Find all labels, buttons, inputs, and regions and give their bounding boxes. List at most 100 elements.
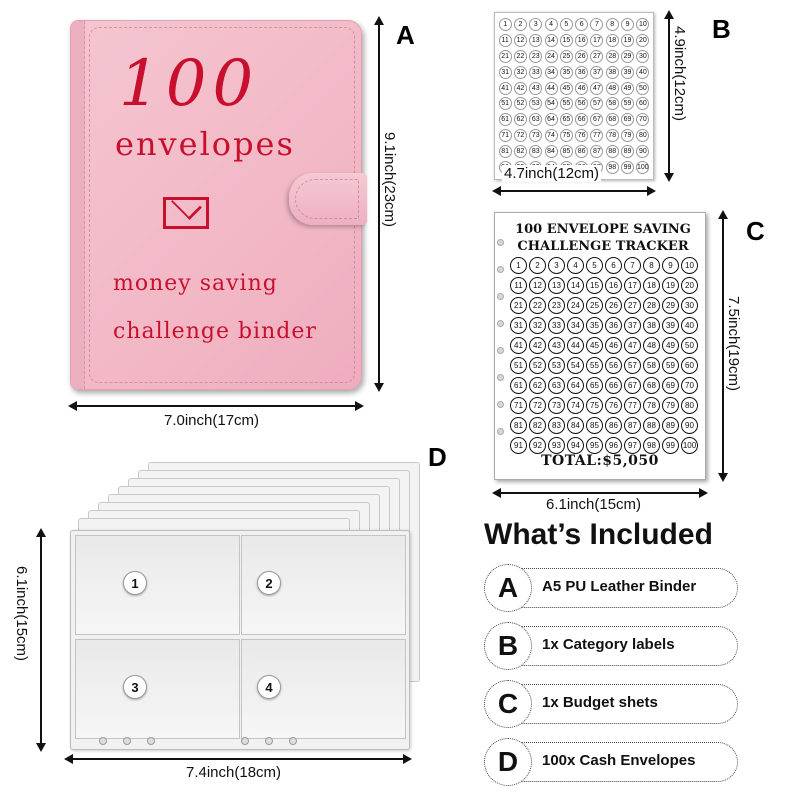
tracker-circle: 38 bbox=[643, 317, 660, 334]
tracker-circle: 69 bbox=[662, 377, 679, 394]
tracker-circle: 42 bbox=[529, 337, 546, 354]
number-sticker: 41 bbox=[498, 81, 512, 95]
number-sticker: 26 bbox=[575, 49, 589, 63]
tracker-circle: 34 bbox=[567, 317, 584, 334]
number-sticker: 9 bbox=[621, 17, 635, 31]
tracker-circle: 52 bbox=[529, 357, 546, 374]
number-sticker: 56 bbox=[575, 97, 589, 111]
tracker-circle: 89 bbox=[662, 417, 679, 434]
number-sticker: 29 bbox=[621, 49, 635, 63]
tracker-title: 100 ENVELOPE SAVING CHALLENGE TRACKER bbox=[505, 221, 701, 255]
tracker-circle: 58 bbox=[643, 357, 660, 374]
tracker-circle: 40 bbox=[681, 317, 698, 334]
tracker-circle: 96 bbox=[605, 437, 622, 454]
punch-hole bbox=[497, 293, 504, 300]
tracker-circle: 97 bbox=[624, 437, 641, 454]
binder-subtitle: envelopes bbox=[115, 125, 295, 163]
tracker-circle: 5 bbox=[586, 257, 603, 274]
number-sticker: 37 bbox=[590, 65, 604, 79]
tracker-total: TOTAL:$5,050 bbox=[541, 453, 659, 469]
number-sticker: 4 bbox=[544, 17, 558, 31]
tracker-circle: 2 bbox=[529, 257, 546, 274]
envelope-width-label: 7.4inch(18cm) bbox=[186, 764, 282, 781]
number-sticker: 50 bbox=[636, 81, 650, 95]
tracker-circle: 24 bbox=[567, 297, 584, 314]
number-sticker: 62 bbox=[513, 113, 527, 127]
envelope-icon bbox=[163, 197, 209, 229]
tracker-circle: 60 bbox=[681, 357, 698, 374]
tracker-circle: 28 bbox=[643, 297, 660, 314]
tracker-circle: 27 bbox=[624, 297, 641, 314]
punch-hole bbox=[497, 266, 504, 273]
number-sticker: 71 bbox=[498, 129, 512, 143]
number-sticker: 75 bbox=[559, 129, 573, 143]
number-sticker: 2 bbox=[513, 17, 527, 31]
binder-title: 100 bbox=[119, 47, 260, 121]
included-item-d: D 100x Cash Envelopes bbox=[484, 738, 739, 786]
number-sticker: 79 bbox=[621, 129, 635, 143]
tracker-height-label: 7.5inch(19cm) bbox=[725, 296, 742, 392]
number-sticker: 70 bbox=[636, 113, 650, 127]
number-sticker: 64 bbox=[544, 113, 558, 127]
number-sticker: 22 bbox=[513, 49, 527, 63]
number-sticker: 68 bbox=[605, 113, 619, 127]
tracker-circle: 64 bbox=[567, 377, 584, 394]
punch-hole bbox=[497, 401, 504, 408]
tracker-circle: 55 bbox=[586, 357, 603, 374]
number-sticker: 13 bbox=[529, 33, 543, 47]
punch-hole bbox=[241, 737, 249, 745]
tracker-circle: 8 bbox=[643, 257, 660, 274]
number-sticker: 61 bbox=[498, 113, 512, 127]
number-sticker: 15 bbox=[559, 33, 573, 47]
tracker-circle: 75 bbox=[586, 397, 603, 414]
tracker-circle: 20 bbox=[681, 277, 698, 294]
number-sticker: 12 bbox=[513, 33, 527, 47]
included-item-letter: D bbox=[484, 738, 532, 786]
tracker-circle: 1 bbox=[510, 257, 527, 274]
tracker-circle: 23 bbox=[548, 297, 565, 314]
number-sticker: 57 bbox=[590, 97, 604, 111]
section-letter-c: C bbox=[746, 216, 765, 246]
tracker-circle: 51 bbox=[510, 357, 527, 374]
tracker-circle: 87 bbox=[624, 417, 641, 434]
number-sticker: 84 bbox=[544, 145, 558, 159]
tracker-circle: 80 bbox=[681, 397, 698, 414]
tracker-circle: 9 bbox=[662, 257, 679, 274]
tracker-circle: 94 bbox=[567, 437, 584, 454]
tracker-circle: 66 bbox=[605, 377, 622, 394]
tracker-circle: 25 bbox=[586, 297, 603, 314]
number-sticker: 17 bbox=[590, 33, 604, 47]
number-sticker: 63 bbox=[529, 113, 543, 127]
included-item-letter: A bbox=[484, 564, 532, 612]
punch-hole bbox=[497, 320, 504, 327]
tracker-circle: 22 bbox=[529, 297, 546, 314]
tracker-circle: 54 bbox=[567, 357, 584, 374]
number-sticker: 83 bbox=[529, 145, 543, 159]
tracker-circle: 10 bbox=[681, 257, 698, 274]
tracker-circle: 19 bbox=[662, 277, 679, 294]
included-item-label: 100x Cash Envelopes bbox=[542, 752, 696, 769]
binder-image: 100 envelopes money saving challenge bin… bbox=[70, 20, 367, 390]
binder-line-2: challenge binder bbox=[113, 319, 317, 344]
number-sticker: 1 bbox=[498, 17, 512, 31]
included-item-label: A5 PU Leather Binder bbox=[542, 578, 697, 595]
tracker-circle: 95 bbox=[586, 437, 603, 454]
tracker-circle: 44 bbox=[567, 337, 584, 354]
number-sticker: 76 bbox=[575, 129, 589, 143]
number-sticker: 59 bbox=[621, 97, 635, 111]
tracker-circle: 59 bbox=[662, 357, 679, 374]
tracker-circle: 33 bbox=[548, 317, 565, 334]
tracker-circle: 78 bbox=[643, 397, 660, 414]
tracker-circle: 43 bbox=[548, 337, 565, 354]
section-letter-a: A bbox=[396, 20, 415, 50]
number-sticker: 5 bbox=[559, 17, 573, 31]
included-item-letter: B bbox=[484, 622, 532, 670]
number-sticker: 23 bbox=[529, 49, 543, 63]
included-item-a: A A5 PU Leather Binder bbox=[484, 564, 739, 612]
envelope-width-line bbox=[64, 754, 412, 764]
number-sticker: 14 bbox=[544, 33, 558, 47]
number-sticker: 42 bbox=[513, 81, 527, 95]
tracker-circle: 48 bbox=[643, 337, 660, 354]
tracker-circle: 46 bbox=[605, 337, 622, 354]
binder-line-1: money saving bbox=[113, 271, 278, 296]
